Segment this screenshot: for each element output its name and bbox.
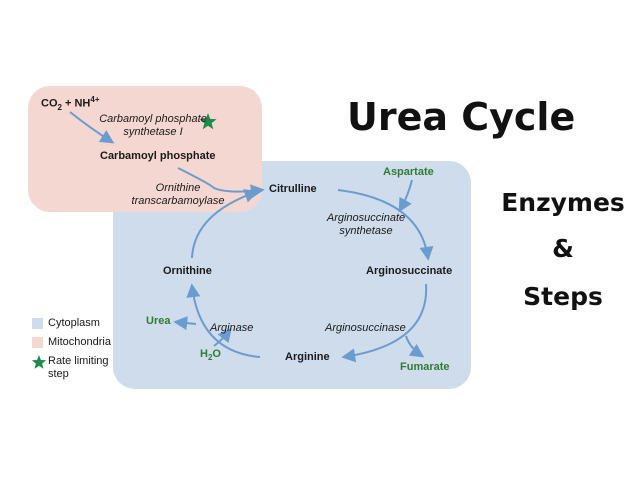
arginosuccinate-label: Arginosuccinate [366,265,453,277]
enzyme-asl-label: Arginosuccinase [325,322,406,334]
legend-cytoplasm-label: Cytoplasm [48,317,100,329]
legend-rate-limiting-line2: step [48,368,69,380]
legend-mitochondria-swatch [32,337,43,348]
arrow-urea-out [173,316,197,331]
arrow-aspartate-in [398,179,413,213]
subtitle-enzymes: Enzymes [501,188,625,217]
arrow-h2o-in [213,327,232,347]
enzyme-arginase-label: Arginase [210,322,254,334]
rate-limiting-star-icon [199,113,217,130]
ornithine-label: Ornithine [163,265,212,277]
h2o-label: H2O [200,348,221,363]
legend-cytoplasm-swatch [32,318,43,329]
subtitle-ampersand: & [552,234,574,263]
enzyme-otc-line2: transcarbamoylase [131,195,225,207]
legend-mitochondria-label: Mitochondria [48,336,111,348]
arrow-to-carbamoyl-phosphate [69,111,115,144]
enzyme-ass-line2: synthetase [339,225,393,237]
arginine-label: Arginine [285,351,330,363]
arrow-arginine-to-ornithine [186,283,261,358]
legend-star-icon [31,355,47,369]
urea-label: Urea [146,315,171,327]
carbamoyl-phosphate-label: Carbamoyl phosphate [100,150,216,162]
citrulline-label: Citrulline [269,183,317,195]
subtitle-steps: Steps [523,282,603,311]
fumarate-label: Fumarate [400,361,450,373]
aspartate-label: Aspartate [383,166,434,178]
cytoplasm-region [113,161,471,389]
enzyme-cps-line1: Carbamoyl phosphate [99,113,207,125]
reactants-label: CO2 + NH4+ [41,95,100,112]
legend-rate-limiting-line1: Rate limiting [48,355,109,367]
arrow-fumarate-out [405,335,425,358]
diagram-title: Urea Cycle [347,95,576,139]
arrow-arginosuccinate-to-arginine [341,283,428,363]
enzyme-otc-line1: Ornithine [155,182,201,194]
enzyme-ass-line1: Arginosuccinate [326,212,406,224]
arrow-ornithine-to-citrulline [191,189,259,259]
enzyme-cps-line2: synthetase I [123,126,183,138]
